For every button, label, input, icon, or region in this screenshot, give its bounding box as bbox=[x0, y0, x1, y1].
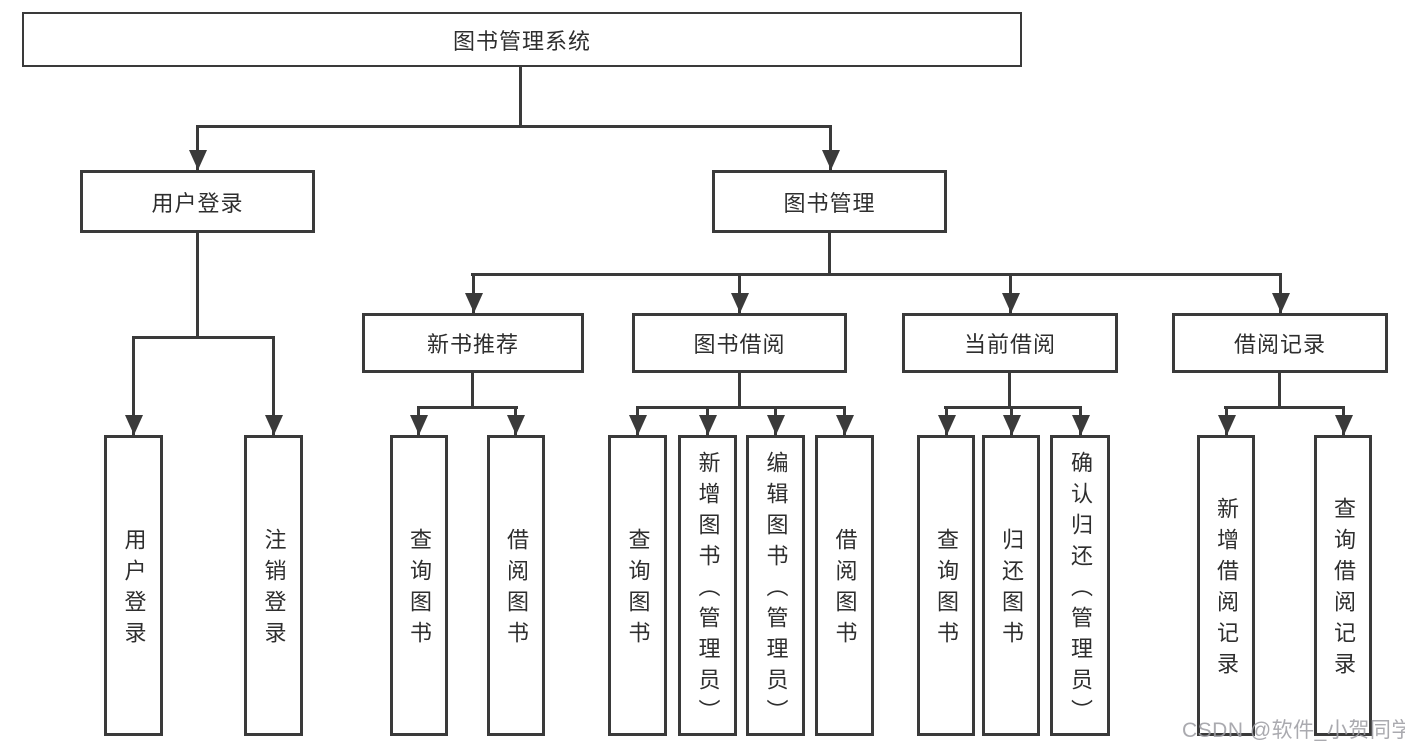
arrow-down-icon bbox=[1279, 273, 1282, 313]
connector-vline bbox=[196, 231, 199, 339]
leaf-label: 新增借阅记录 bbox=[1214, 497, 1239, 683]
node-book-management: 图书管理 bbox=[712, 170, 947, 233]
leaf-label: 注销登录 bbox=[261, 528, 287, 652]
leaf-label: 归还图书 bbox=[999, 528, 1024, 652]
connector-vline bbox=[738, 371, 741, 409]
arrow-down-icon bbox=[196, 125, 199, 170]
arrow-down-icon bbox=[514, 406, 517, 435]
leaf-label: 查询图书 bbox=[625, 528, 651, 652]
node-query-borrow-record: 查询借阅记录 bbox=[1314, 435, 1372, 736]
arrow-down-icon bbox=[1009, 273, 1012, 313]
node-borrow-books: 借阅图书 bbox=[815, 435, 874, 736]
arrow-down-icon bbox=[472, 273, 475, 313]
node-new-book-recommendation: 新书推荐 bbox=[362, 313, 584, 373]
connector-hbar bbox=[471, 273, 1282, 276]
arrow-down-icon bbox=[636, 406, 639, 435]
node-confirm-return-admin: 确认归还（管理员） bbox=[1050, 435, 1110, 736]
node-borrowing-records: 借阅记录 bbox=[1172, 313, 1388, 373]
arrow-down-icon bbox=[272, 336, 275, 435]
leaf-label: 查询图书 bbox=[407, 528, 432, 652]
leaf-label: 编辑图书（管理员） bbox=[763, 450, 789, 730]
node-edit-book-admin: 编辑图书（管理员） bbox=[746, 435, 805, 736]
node-return-books: 归还图书 bbox=[982, 435, 1040, 736]
leaf-label: 确认归还（管理员） bbox=[1068, 450, 1093, 730]
connector-vline bbox=[1278, 371, 1281, 409]
node-current-borrowing: 当前借阅 bbox=[902, 313, 1118, 373]
connector-hbar bbox=[196, 125, 832, 128]
arrow-down-icon bbox=[738, 273, 741, 313]
arrow-down-icon bbox=[706, 406, 709, 435]
arrow-down-icon bbox=[132, 336, 135, 435]
connector-hbar bbox=[636, 406, 846, 409]
connector-vline bbox=[471, 371, 474, 409]
connector-vline bbox=[828, 231, 831, 276]
connector-vline bbox=[519, 66, 522, 128]
connector-hbar bbox=[944, 406, 1082, 409]
leaf-label: 借阅图书 bbox=[832, 528, 858, 652]
node-query-books: 查询图书 bbox=[917, 435, 975, 736]
leaf-label: 借阅图书 bbox=[504, 528, 529, 652]
arrow-down-icon bbox=[1010, 406, 1013, 435]
arrow-down-icon bbox=[1342, 406, 1345, 435]
node-user-login-leaf: 用户登录 bbox=[104, 435, 163, 736]
leaf-label: 查询图书 bbox=[934, 528, 959, 652]
node-add-book-admin: 新增图书（管理员） bbox=[678, 435, 737, 736]
arrow-down-icon bbox=[829, 125, 832, 170]
leaf-label: 用户登录 bbox=[121, 528, 147, 652]
arrow-down-icon bbox=[417, 406, 420, 435]
node-library-management-system: 图书管理系统 bbox=[22, 12, 1022, 67]
leaf-label: 新增图书（管理员） bbox=[695, 450, 721, 730]
node-add-borrow-record: 新增借阅记录 bbox=[1197, 435, 1255, 736]
arrow-down-icon bbox=[1079, 406, 1082, 435]
node-query-books: 查询图书 bbox=[390, 435, 448, 736]
connector-hbar bbox=[1224, 406, 1345, 409]
node-borrow-books: 借阅图书 bbox=[487, 435, 545, 736]
arrow-down-icon bbox=[774, 406, 777, 435]
node-query-books: 查询图书 bbox=[608, 435, 667, 736]
node-user-login: 用户登录 bbox=[80, 170, 315, 233]
connector-hbar bbox=[417, 406, 518, 409]
node-logout: 注销登录 bbox=[244, 435, 303, 736]
node-book-borrowing: 图书借阅 bbox=[632, 313, 847, 373]
leaf-label: 查询借阅记录 bbox=[1331, 497, 1356, 683]
csdn-watermark: CSDN @软件_小贺同学 bbox=[1182, 719, 1405, 742]
connector-hbar bbox=[132, 336, 275, 339]
connector-vline bbox=[1008, 371, 1011, 409]
arrow-down-icon bbox=[945, 406, 948, 435]
arrow-down-icon bbox=[1225, 406, 1228, 435]
arrow-down-icon bbox=[843, 406, 846, 435]
